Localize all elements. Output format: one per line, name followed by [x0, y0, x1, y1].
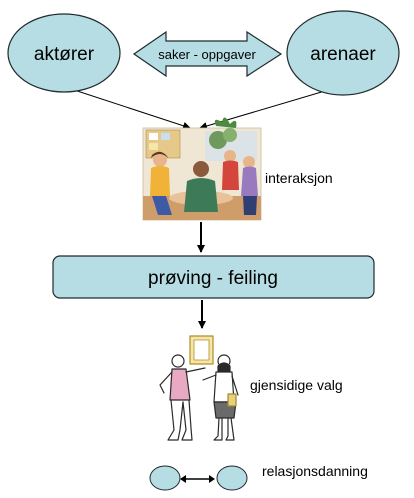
relation-left-circle: [149, 465, 181, 491]
interaction-label: interaksjon: [265, 170, 333, 186]
mutual-choice-illustration-icon: [159, 335, 239, 441]
arenas-oval: [286, 10, 400, 96]
trial-error-label: prøving - feiling: [148, 268, 278, 289]
meeting-illustration-icon: [142, 117, 262, 221]
actors-oval: [7, 13, 121, 93]
actors-label: aktører: [34, 44, 95, 65]
relation-label: relasjonsdanning: [262, 463, 368, 479]
trial-error-box: [52, 255, 375, 299]
relation-right-circle: [216, 465, 248, 491]
connector-actors-interaction: [61, 85, 191, 130]
tasks-label: saker - oppgaver: [158, 47, 256, 62]
arenas-label: arenaer: [310, 44, 376, 65]
double-arrow-shape: [132, 30, 283, 78]
mutual-choice-label: gjensidige valg: [250, 377, 343, 393]
